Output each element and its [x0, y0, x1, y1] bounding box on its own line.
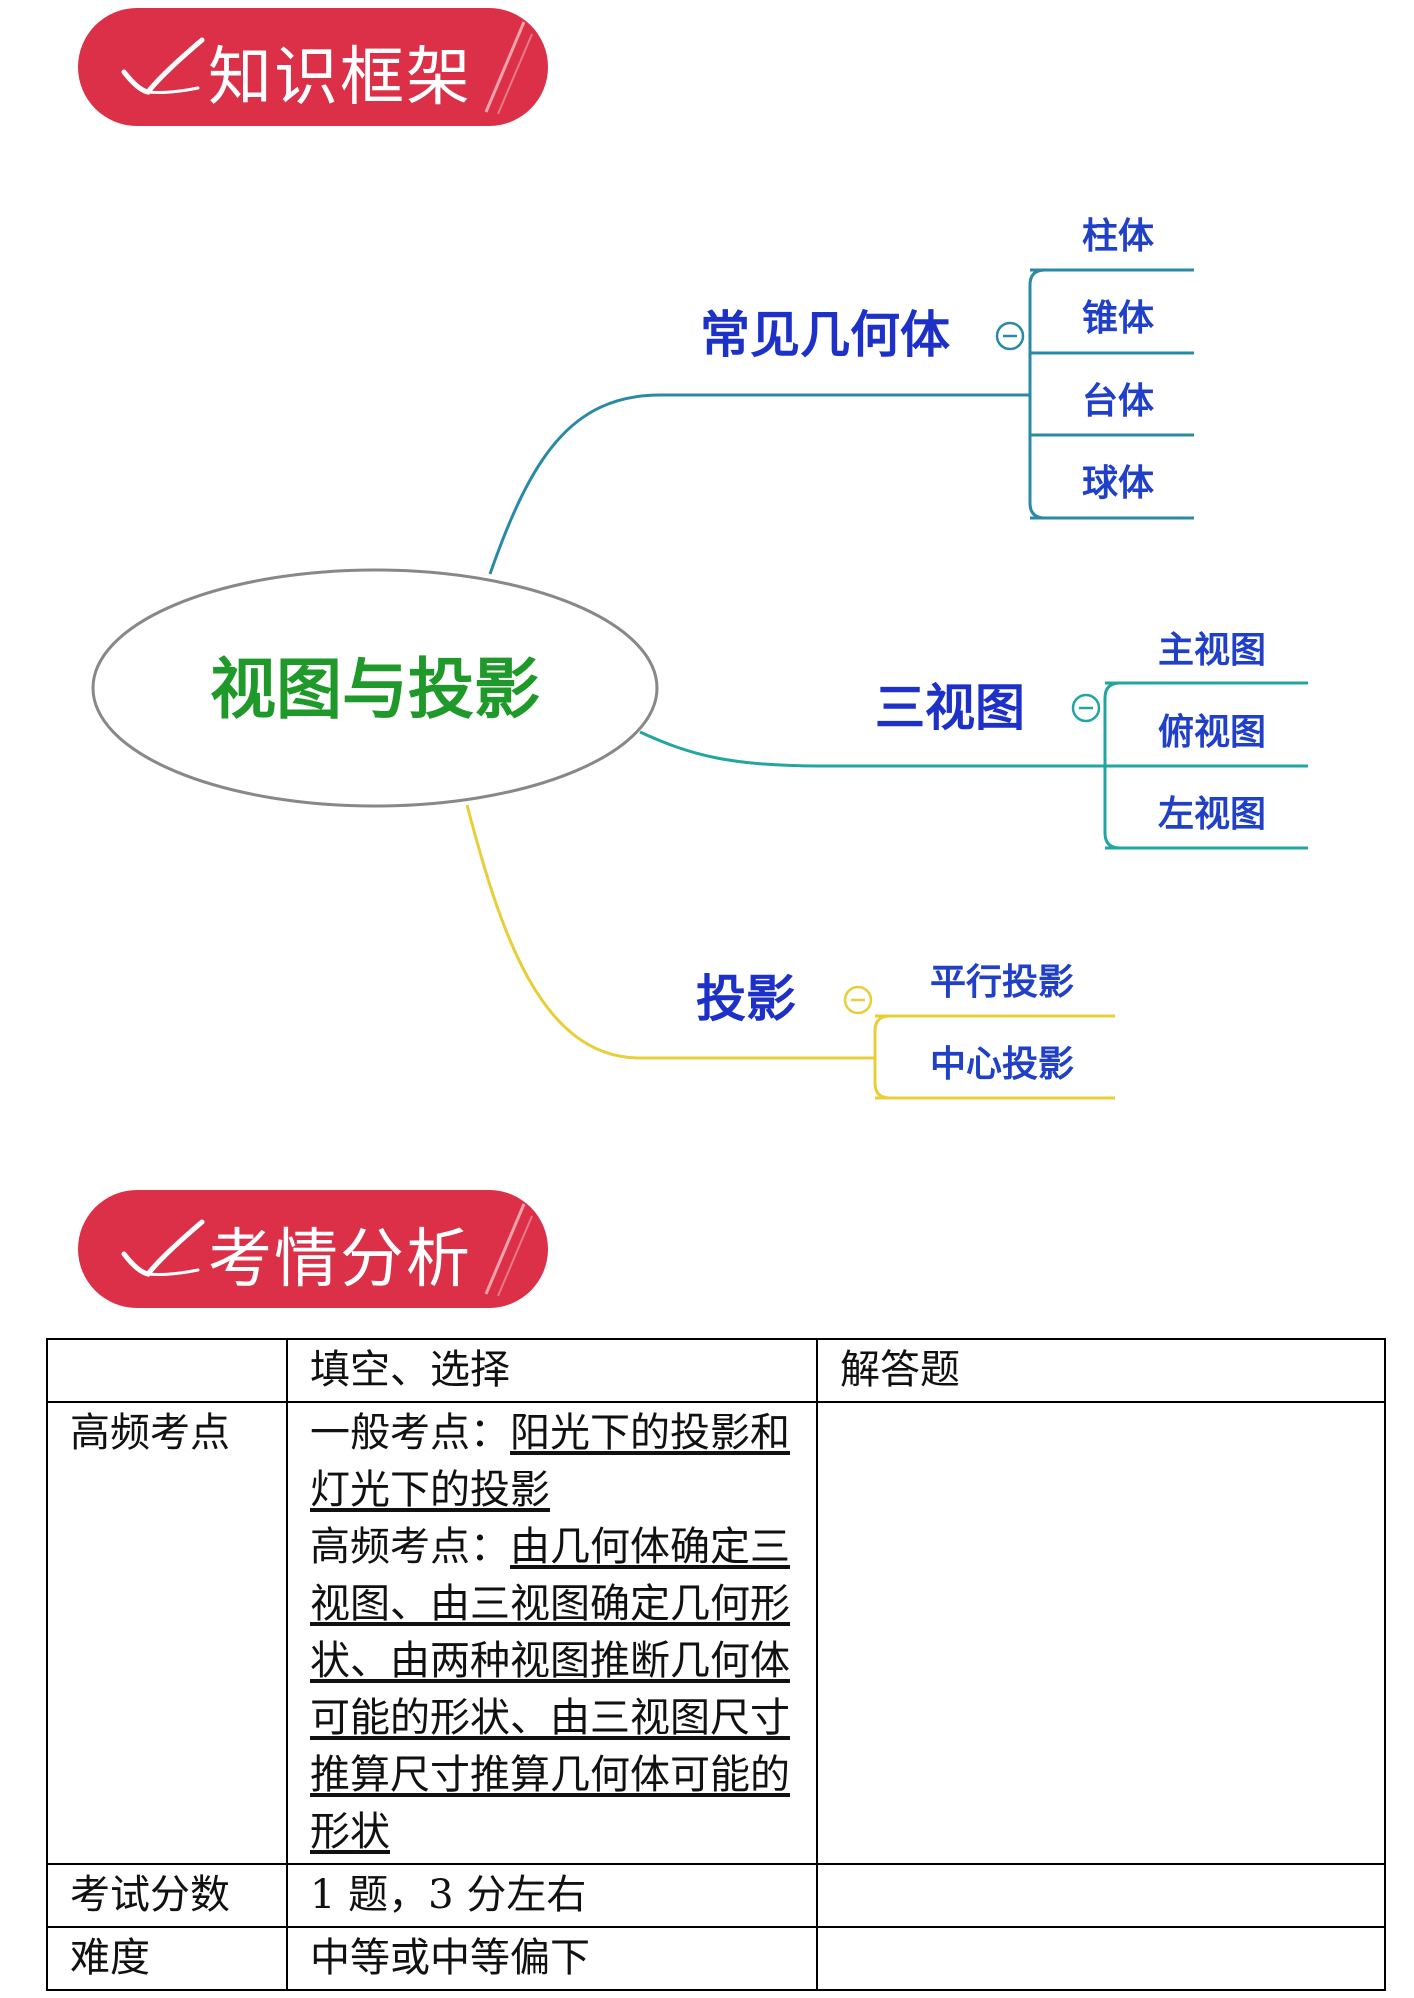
table-cell: 中等或中等偏下 — [286, 1926, 818, 1991]
table-cell: 1 题，3 分左右 — [286, 1863, 818, 1928]
table-header-cell: 解答题 — [816, 1338, 1386, 1403]
branch-label: 投影 — [696, 970, 796, 1028]
branch-label: 常见几何体 — [700, 306, 950, 364]
leaf-label: 俯视图 — [1158, 712, 1266, 753]
leaf-label: 柱体 — [1082, 216, 1154, 257]
leaf-label: 主视图 — [1158, 630, 1266, 671]
table-header-cell: 填空、选择 — [286, 1338, 818, 1403]
collapse-icon[interactable] — [843, 985, 873, 1015]
branch-connector — [488, 393, 1030, 575]
leaf-label: 左视图 — [1158, 794, 1266, 835]
topic-prefix: 高频考点： — [310, 1524, 510, 1570]
branch-connector — [639, 730, 1105, 768]
collapse-icon[interactable] — [1071, 693, 1101, 723]
table-header-cell — [46, 1338, 288, 1403]
table-row: 高频考点 一般考点：阳光下的投影和灯光下的投影 高频考点：由几何体确定三视图、由… — [46, 1401, 1386, 1865]
leaf-label: 平行投影 — [930, 962, 1074, 1003]
mindmap-center-node — [91, 568, 659, 808]
leaf-label: 台体 — [1082, 381, 1154, 422]
checkmark-icon — [118, 34, 208, 104]
leaf-label: 球体 — [1082, 463, 1154, 504]
decorative-slash-icon — [474, 14, 534, 124]
row-label: 难度 — [46, 1926, 288, 1991]
branch-connector — [465, 804, 875, 1060]
row-label: 考试分数 — [46, 1863, 288, 1928]
table-cell — [816, 1926, 1386, 1991]
table-cell — [816, 1863, 1386, 1928]
collapse-icon[interactable] — [995, 321, 1025, 351]
section-title: 知识框架 — [208, 41, 472, 115]
exam-analysis-table: 填空、选择 解答题 高频考点 一般考点：阳光下的投影和灯光下的投影 高频考点：由… — [46, 1338, 1386, 1991]
leaf-label: 中心投影 — [930, 1044, 1074, 1085]
section-banner-analysis: 考情分析 — [78, 1190, 548, 1308]
row-label: 高频考点 — [46, 1401, 288, 1865]
branch-label: 三视图 — [875, 679, 1025, 737]
table-row: 难度 中等或中等偏下 — [46, 1926, 1386, 1991]
table-cell — [816, 1401, 1386, 1865]
section-banner-framework: 知识框架 — [78, 8, 548, 126]
decorative-slash-icon — [474, 1196, 534, 1306]
checkmark-icon — [118, 1216, 208, 1286]
topic-detail: 由几何体确定三视图、由三视图确定几何形状、由两种视图推断几何体可能的形状、由三视… — [310, 1524, 790, 1855]
leaf-label: 锥体 — [1082, 298, 1154, 339]
table-row: 考试分数 1 题，3 分左右 — [46, 1863, 1386, 1928]
table-header-row: 填空、选择 解答题 — [46, 1338, 1386, 1403]
topic-detail: 阳光下的投影和灯光下的投影 — [310, 1410, 790, 1513]
section-title: 考情分析 — [208, 1223, 472, 1297]
mindmap: 视图与投影 常见几何体 柱体 锥体 台体 球体 三视图 主视图 俯视图 左视图 … — [91, 216, 1308, 1100]
mindmap-center-label: 视图与投影 — [210, 651, 540, 728]
topic-prefix: 一般考点： — [310, 1410, 510, 1456]
table-cell: 一般考点：阳光下的投影和灯光下的投影 高频考点：由几何体确定三视图、由三视图确定… — [286, 1401, 818, 1865]
